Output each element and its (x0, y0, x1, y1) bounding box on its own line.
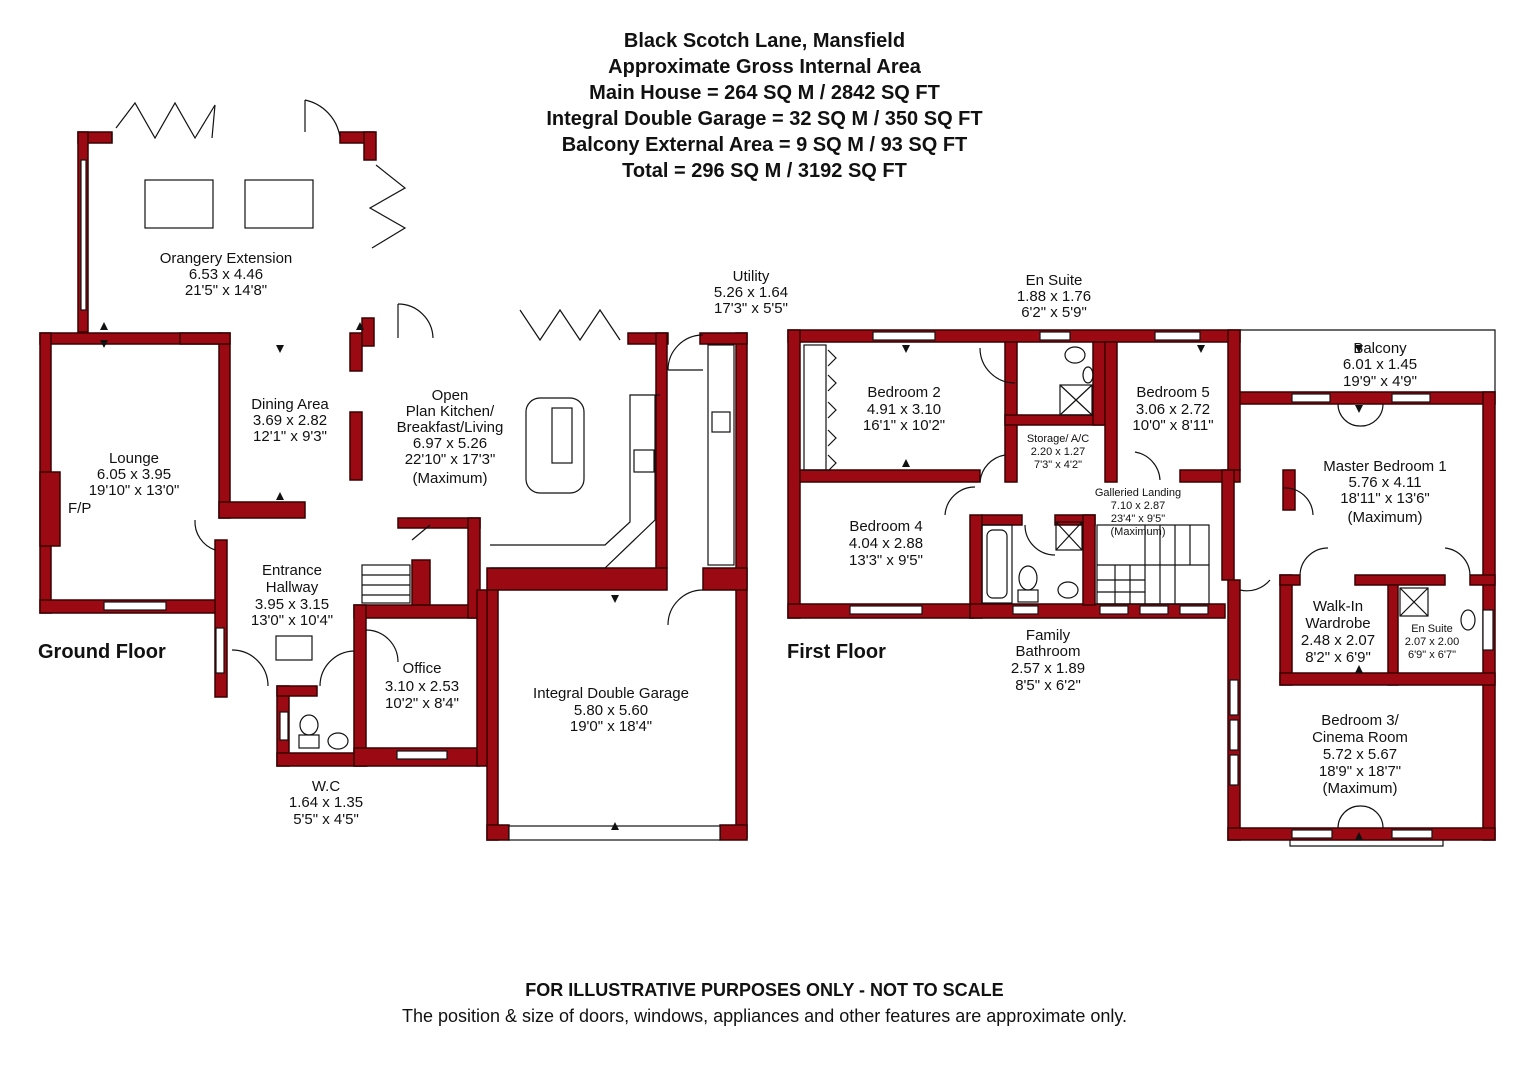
garage-imperial: 19'0" x 18'4" (570, 718, 652, 735)
bedroom2-imperial: 16'1" x 10'2" (863, 417, 945, 434)
lounge-metric: 6.05 x 3.95 (97, 466, 171, 483)
room-labels: Orangery Extension 6.53 x 4.46 21'5" x 1… (68, 250, 1459, 828)
garage-metric: 5.80 x 5.60 (574, 702, 648, 719)
total-area: Total = 296 SQ M / 3192 SQ FT (622, 160, 907, 182)
ground-floor-fixtures (111, 99, 735, 750)
bathroom-line1: Family (1026, 627, 1071, 644)
landing-note: (Maximum) (1111, 526, 1166, 538)
footer-disclaimer: FOR ILLUSTRATIVE PURPOSES ONLY - NOT TO … (525, 980, 1004, 1000)
hallway-line2: Hallway (266, 579, 319, 596)
en-suite-top-metric: 1.88 x 1.76 (1017, 288, 1091, 305)
storage-imperial: 7'3" x 4'2" (1034, 459, 1082, 471)
kitchen-line3: Breakfast/Living (397, 419, 504, 436)
orangery-name: Orangery Extension (160, 250, 293, 267)
area-title: Approximate Gross Internal Area (608, 56, 921, 78)
bedroom3-line1: Bedroom 3/ (1321, 712, 1399, 729)
bathroom-imperial: 8'5" x 6'2" (1015, 677, 1081, 694)
address-title: Black Scotch Lane, Mansfield (623, 30, 906, 52)
hallway-line1: Entrance (262, 562, 322, 579)
storage-name: Storage/ A/C (1027, 433, 1089, 445)
first-floor-label: First Floor (787, 641, 886, 663)
master-note: (Maximum) (1348, 509, 1423, 526)
plan-header: Black Scotch Lane, Mansfield Approximate… (0, 28, 1529, 184)
wc-name: W.C (312, 778, 340, 795)
lounge-name: Lounge (109, 450, 159, 467)
utility-imperial: 17'3" x 5'5" (714, 300, 788, 317)
bedroom4-name: Bedroom 4 (849, 518, 922, 535)
office-metric: 3.10 x 2.53 (385, 678, 459, 695)
fireplace-label: F/P (68, 500, 91, 517)
balcony-metric: 6.01 x 1.45 (1343, 356, 1417, 373)
garage-name: Integral Double Garage (533, 685, 689, 702)
dimension-markers (100, 322, 1363, 840)
landing-imperial: 23'4" x 9'5" (1111, 513, 1165, 525)
ground-floor-walls (39, 131, 748, 841)
dining-metric: 3.69 x 2.82 (253, 412, 327, 429)
kitchen-imperial: 22'10" x 17'3" (405, 451, 496, 468)
bedroom3-note: (Maximum) (1323, 780, 1398, 797)
balcony-name: Balcony (1353, 340, 1407, 357)
wc-metric: 1.64 x 1.35 (289, 794, 363, 811)
bedroom2-metric: 4.91 x 3.10 (867, 401, 941, 418)
footer-note: The position & size of doors, windows, a… (401, 1006, 1128, 1026)
ground-floor-label: Ground Floor (38, 641, 166, 663)
bedroom3-line2: Cinema Room (1312, 729, 1408, 746)
first-floor-walls (787, 329, 1496, 847)
utility-name: Utility (733, 268, 770, 285)
bedroom5-imperial: 10'0" x 8'11" (1132, 417, 1213, 434)
master-metric: 5.76 x 4.11 (1348, 474, 1421, 491)
first-floor-fixtures (803, 344, 1476, 829)
bedroom5-name: Bedroom 5 (1136, 384, 1209, 401)
wc-imperial: 5'5" x 4'5" (293, 811, 359, 828)
bedroom4-imperial: 13'3" x 9'5" (849, 552, 923, 569)
bedroom5-metric: 3.06 x 2.72 (1136, 401, 1210, 418)
utility-metric: 5.26 x 1.64 (714, 284, 788, 301)
bedroom2-name: Bedroom 2 (867, 384, 940, 401)
kitchen-line2: Plan Kitchen/ (406, 403, 495, 420)
orangery-imperial: 21'5" x 14'8" (185, 282, 267, 299)
storage-metric: 2.20 x 1.27 (1031, 446, 1085, 458)
lounge-imperial: 19'10" x 13'0" (89, 482, 180, 499)
bedroom4-metric: 4.04 x 2.88 (849, 535, 923, 552)
walkin-line1: Walk-In (1313, 598, 1363, 615)
garage-area: Integral Double Garage = 32 SQ M / 350 S… (546, 108, 983, 130)
hallway-metric: 3.95 x 3.15 (255, 596, 329, 613)
landing-metric: 7.10 x 2.87 (1111, 500, 1165, 512)
office-imperial: 10'2" x 8'4" (385, 695, 459, 712)
bathroom-line2: Bathroom (1015, 643, 1080, 660)
kitchen-metric: 6.97 x 5.26 (413, 435, 487, 452)
en-suite-top-imperial: 6'2" x 5'9" (1021, 304, 1087, 321)
kitchen-line1: Open (432, 387, 469, 404)
dining-imperial: 12'1" x 9'3" (253, 428, 327, 445)
bathroom-metric: 2.57 x 1.89 (1011, 660, 1085, 677)
en-suite-small-name: En Suite (1411, 623, 1453, 635)
dining-name: Dining Area (251, 396, 329, 413)
landing-name: Galleried Landing (1095, 487, 1181, 499)
kitchen-note: (Maximum) (413, 470, 488, 487)
master-imperial: 18'11" x 13'6" (1340, 490, 1430, 507)
walkin-imperial: 8'2" x 6'9" (1305, 649, 1371, 666)
office-name: Office (403, 660, 442, 677)
main-house-area: Main House = 264 SQ M / 2842 SQ FT (589, 82, 940, 104)
en-suite-top-name: En Suite (1026, 272, 1083, 289)
bedroom3-imperial: 18'9" x 18'7" (1319, 763, 1401, 780)
en-suite-small-metric: 2.07 x 2.00 (1405, 636, 1459, 648)
walkin-metric: 2.48 x 2.07 (1301, 632, 1375, 649)
en-suite-small-imperial: 6'9" x 6'7" (1408, 649, 1456, 661)
hallway-imperial: 13'0" x 10'4" (251, 612, 333, 629)
bedroom3-metric: 5.72 x 5.67 (1323, 746, 1397, 763)
orangery-metric: 6.53 x 4.46 (189, 266, 263, 283)
walkin-line2: Wardrobe (1305, 615, 1370, 632)
master-name: Master Bedroom 1 (1323, 458, 1446, 475)
balcony-imperial: 19'9" x 4'9" (1343, 373, 1417, 390)
balcony-area: Balcony External Area = 9 SQ M / 93 SQ F… (561, 134, 968, 156)
